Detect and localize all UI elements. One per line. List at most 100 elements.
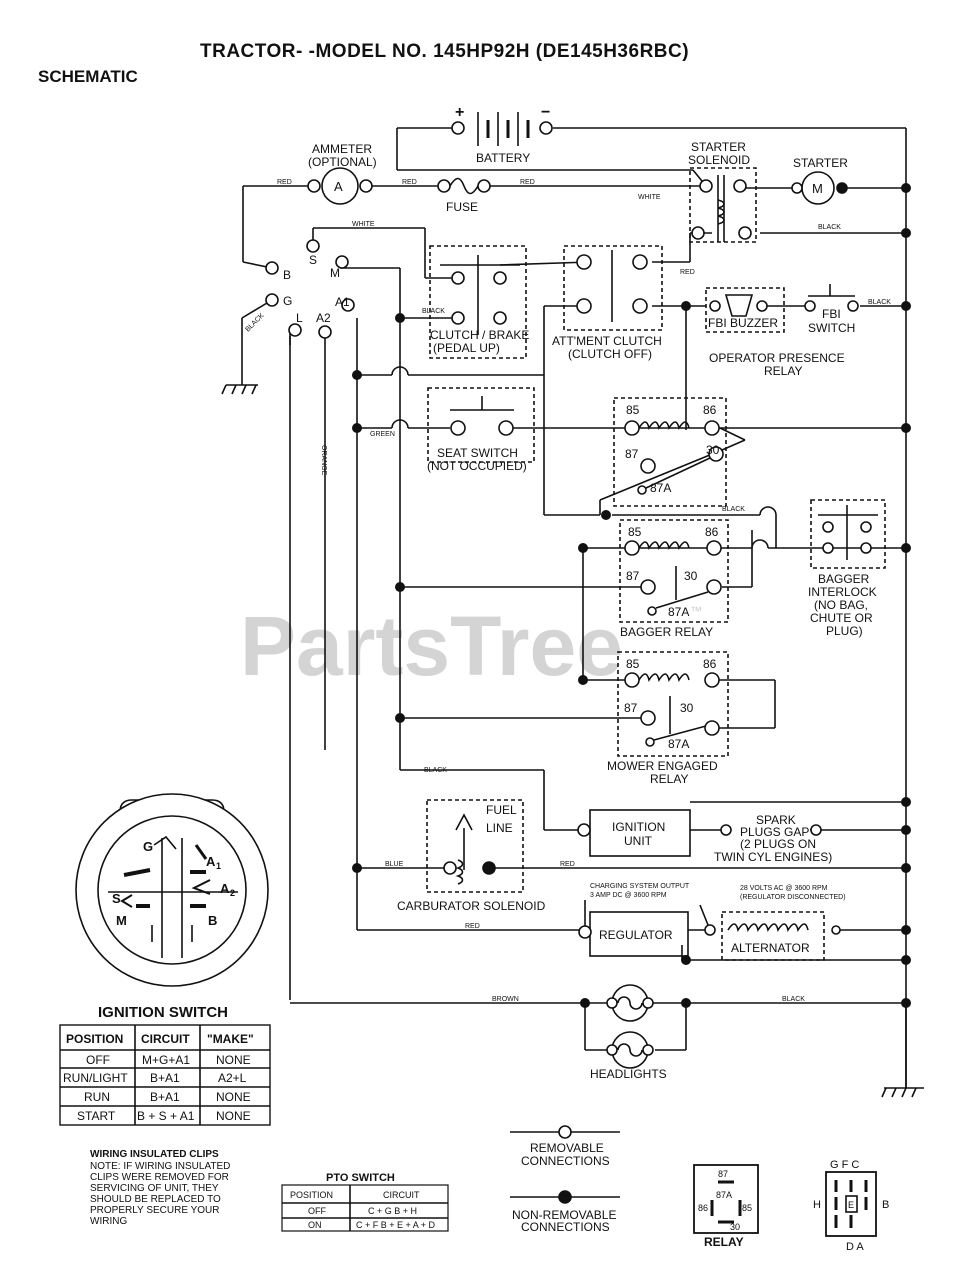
bagger-interlock-1: BAGGER xyxy=(818,572,870,586)
wire-orange: ORANGE xyxy=(320,445,327,476)
ign-row1-make: NONE xyxy=(216,1053,251,1067)
watermark: PartsTree xyxy=(240,599,623,693)
legend-nonremovable-2: CONNECTIONS xyxy=(521,1220,610,1234)
wire-red-2: RED xyxy=(402,179,417,186)
starter-symbol: M xyxy=(812,181,823,196)
relay-legend-86: 86 xyxy=(698,1203,708,1213)
bagger-87: 87 xyxy=(626,569,640,583)
face-a1-sub: 1 xyxy=(216,861,221,871)
pto-row1-circ: C + G B + H xyxy=(368,1206,417,1216)
alternator-label: ALTERNATOR xyxy=(731,941,810,955)
pto-connector-legend: G F C H E B D A xyxy=(813,1159,889,1253)
ignition-unit-label-2: UNIT xyxy=(624,834,653,848)
pto-header-circuit: CIRCUIT xyxy=(383,1190,420,1200)
pto-title: PTO SWITCH xyxy=(326,1172,395,1184)
att-clutch-label-2: (CLUTCH OFF) xyxy=(568,347,652,361)
alt-note-1: 28 VOLTS AC @ 3600 RPM xyxy=(740,885,828,892)
clutch-brake-label-1: CLUTCH / BRAKE xyxy=(430,328,529,342)
mower-86: 86 xyxy=(703,657,717,671)
ign-header-circuit: CIRCUIT xyxy=(141,1032,190,1046)
battery: + − BATTERY xyxy=(451,104,553,165)
relay-legend-87a: 87A xyxy=(716,1190,732,1200)
op-relay-label-1: OPERATOR PRESENCE xyxy=(709,351,845,365)
term-m: M xyxy=(330,266,340,280)
face-m: M xyxy=(116,913,127,928)
mower-87: 87 xyxy=(624,701,638,715)
face-b: B xyxy=(208,913,217,928)
ign-row3-pos: RUN xyxy=(84,1090,110,1104)
starter-label: STARTER xyxy=(793,156,848,170)
clutch-brake-label-2: (PEDAL UP) xyxy=(433,341,500,355)
fuel-line-2: LINE xyxy=(486,821,513,835)
wire-black-5: BLACK xyxy=(424,767,447,774)
ammeter-label: AMMETER xyxy=(312,142,372,156)
fbi-switch-label-1: FBI xyxy=(822,307,841,321)
ammeter-symbol: A xyxy=(334,179,343,194)
clips-note-5: PROPERLY SECURE YOUR xyxy=(90,1205,219,1216)
bagger-relay-label: BAGGER RELAY xyxy=(620,625,713,639)
op-relay-label-2: RELAY xyxy=(764,364,802,378)
term-s: S xyxy=(309,253,317,267)
face-a2: A xyxy=(220,881,230,896)
bagger-interlock-2: INTERLOCK xyxy=(808,585,877,599)
term-a1: A1 xyxy=(335,295,350,309)
relay-legend-87: 87 xyxy=(718,1169,728,1179)
ign-row4-make: NONE xyxy=(216,1109,251,1123)
wire-green: GREEN xyxy=(370,431,395,438)
ignition-switch-face: G A 1 A 2 S M B xyxy=(75,793,269,987)
face-a2-sub: 2 xyxy=(230,888,235,898)
wire-red-5: RED xyxy=(560,861,575,868)
att-clutch-label-1: ATT'MENT CLUTCH xyxy=(552,334,662,348)
ign-header-position: POSITION xyxy=(66,1032,123,1046)
ign-row2-make: A2+L xyxy=(218,1071,247,1085)
junction-dots xyxy=(352,183,911,1008)
ammeter-optional: (OPTIONAL) xyxy=(308,155,377,169)
clips-note-3: SERVICING OF UNIT, THEY xyxy=(90,1183,219,1194)
mower-relay-label-2: RELAY xyxy=(650,772,688,786)
ign-row2-pos: RUN/LIGHT xyxy=(63,1071,128,1085)
attachment-clutch-switch: ATT'MENT CLUTCH (CLUTCH OFF) xyxy=(552,245,663,361)
wire-white-1: WHITE xyxy=(638,194,661,201)
page-title: TRACTOR- -MODEL NO. 145HP92H (DE145H36RB… xyxy=(200,41,689,62)
clips-note-2: CLIPS WERE REMOVED FOR xyxy=(90,1172,229,1183)
bagger-85: 85 xyxy=(628,525,642,539)
pto-row2-circ: C + F B + E + A + D xyxy=(356,1220,436,1230)
battery-minus: − xyxy=(541,104,550,121)
bagger-relay: 85 86 87 30 87A BAGGER RELAY xyxy=(619,519,729,639)
headlights-label: HEADLIGHTS xyxy=(590,1067,667,1081)
mower-87a: 87A xyxy=(668,737,689,751)
spark-plugs-2: PLUGS GAP xyxy=(740,825,809,839)
bagger-interlock: BAGGER INTERLOCK (NO BAG, CHUTE OR PLUG) xyxy=(808,499,886,638)
starter-motor: M STARTER xyxy=(791,156,848,205)
wire-red-1: RED xyxy=(277,179,292,186)
term-l: L xyxy=(296,311,303,325)
pto-row1-pos: OFF xyxy=(308,1206,326,1216)
ignition-switch-title: IGNITION SWITCH xyxy=(98,1004,228,1021)
ignition-switch-table: POSITION CIRCUIT "MAKE" OFF M+G+A1 NONE … xyxy=(59,1024,271,1126)
operator-presence-relay: 85 86 87 30 87A xyxy=(613,397,727,507)
charging-note-2: 3 AMP DC @ 3600 RPM xyxy=(590,892,667,899)
spark-plugs-3: (2 PLUGS ON xyxy=(740,837,816,851)
pto-switch-table: PTO SWITCH POSITION CIRCUIT OFF C + G B … xyxy=(281,1172,449,1232)
pto-legend-center: E xyxy=(848,1200,854,1210)
bagger-interlock-5: PLUG) xyxy=(826,624,863,638)
fuse: FUSE xyxy=(437,177,491,214)
wire-black-4: BLACK xyxy=(722,506,745,513)
starter-solenoid-label-1: STARTER xyxy=(691,140,746,154)
ignition-unit: IGNITION UNIT xyxy=(577,809,691,857)
clips-note-6: WIRING xyxy=(90,1216,127,1227)
op-relay-86: 86 xyxy=(703,403,717,417)
ign-row4-circ: B + S + A1 xyxy=(137,1109,195,1123)
watermark-tm: ™ xyxy=(690,604,702,618)
ammeter: A AMMETER (OPTIONAL) xyxy=(307,142,377,205)
fbi-switch-label-2: SWITCH xyxy=(808,321,855,335)
connection-legend: REMOVABLE CONNECTIONS NON-REMOVABLE CONN… xyxy=(510,1125,620,1234)
clips-note-title: WIRING INSULATED CLIPS xyxy=(90,1149,219,1160)
ign-row4-pos: START xyxy=(77,1109,116,1123)
pto-legend-bottom: D A xyxy=(846,1241,864,1253)
ign-header-make: "MAKE" xyxy=(207,1032,254,1046)
battery-label: BATTERY xyxy=(476,151,530,165)
relay-legend-label: RELAY xyxy=(704,1235,744,1249)
bagger-30: 30 xyxy=(684,569,698,583)
